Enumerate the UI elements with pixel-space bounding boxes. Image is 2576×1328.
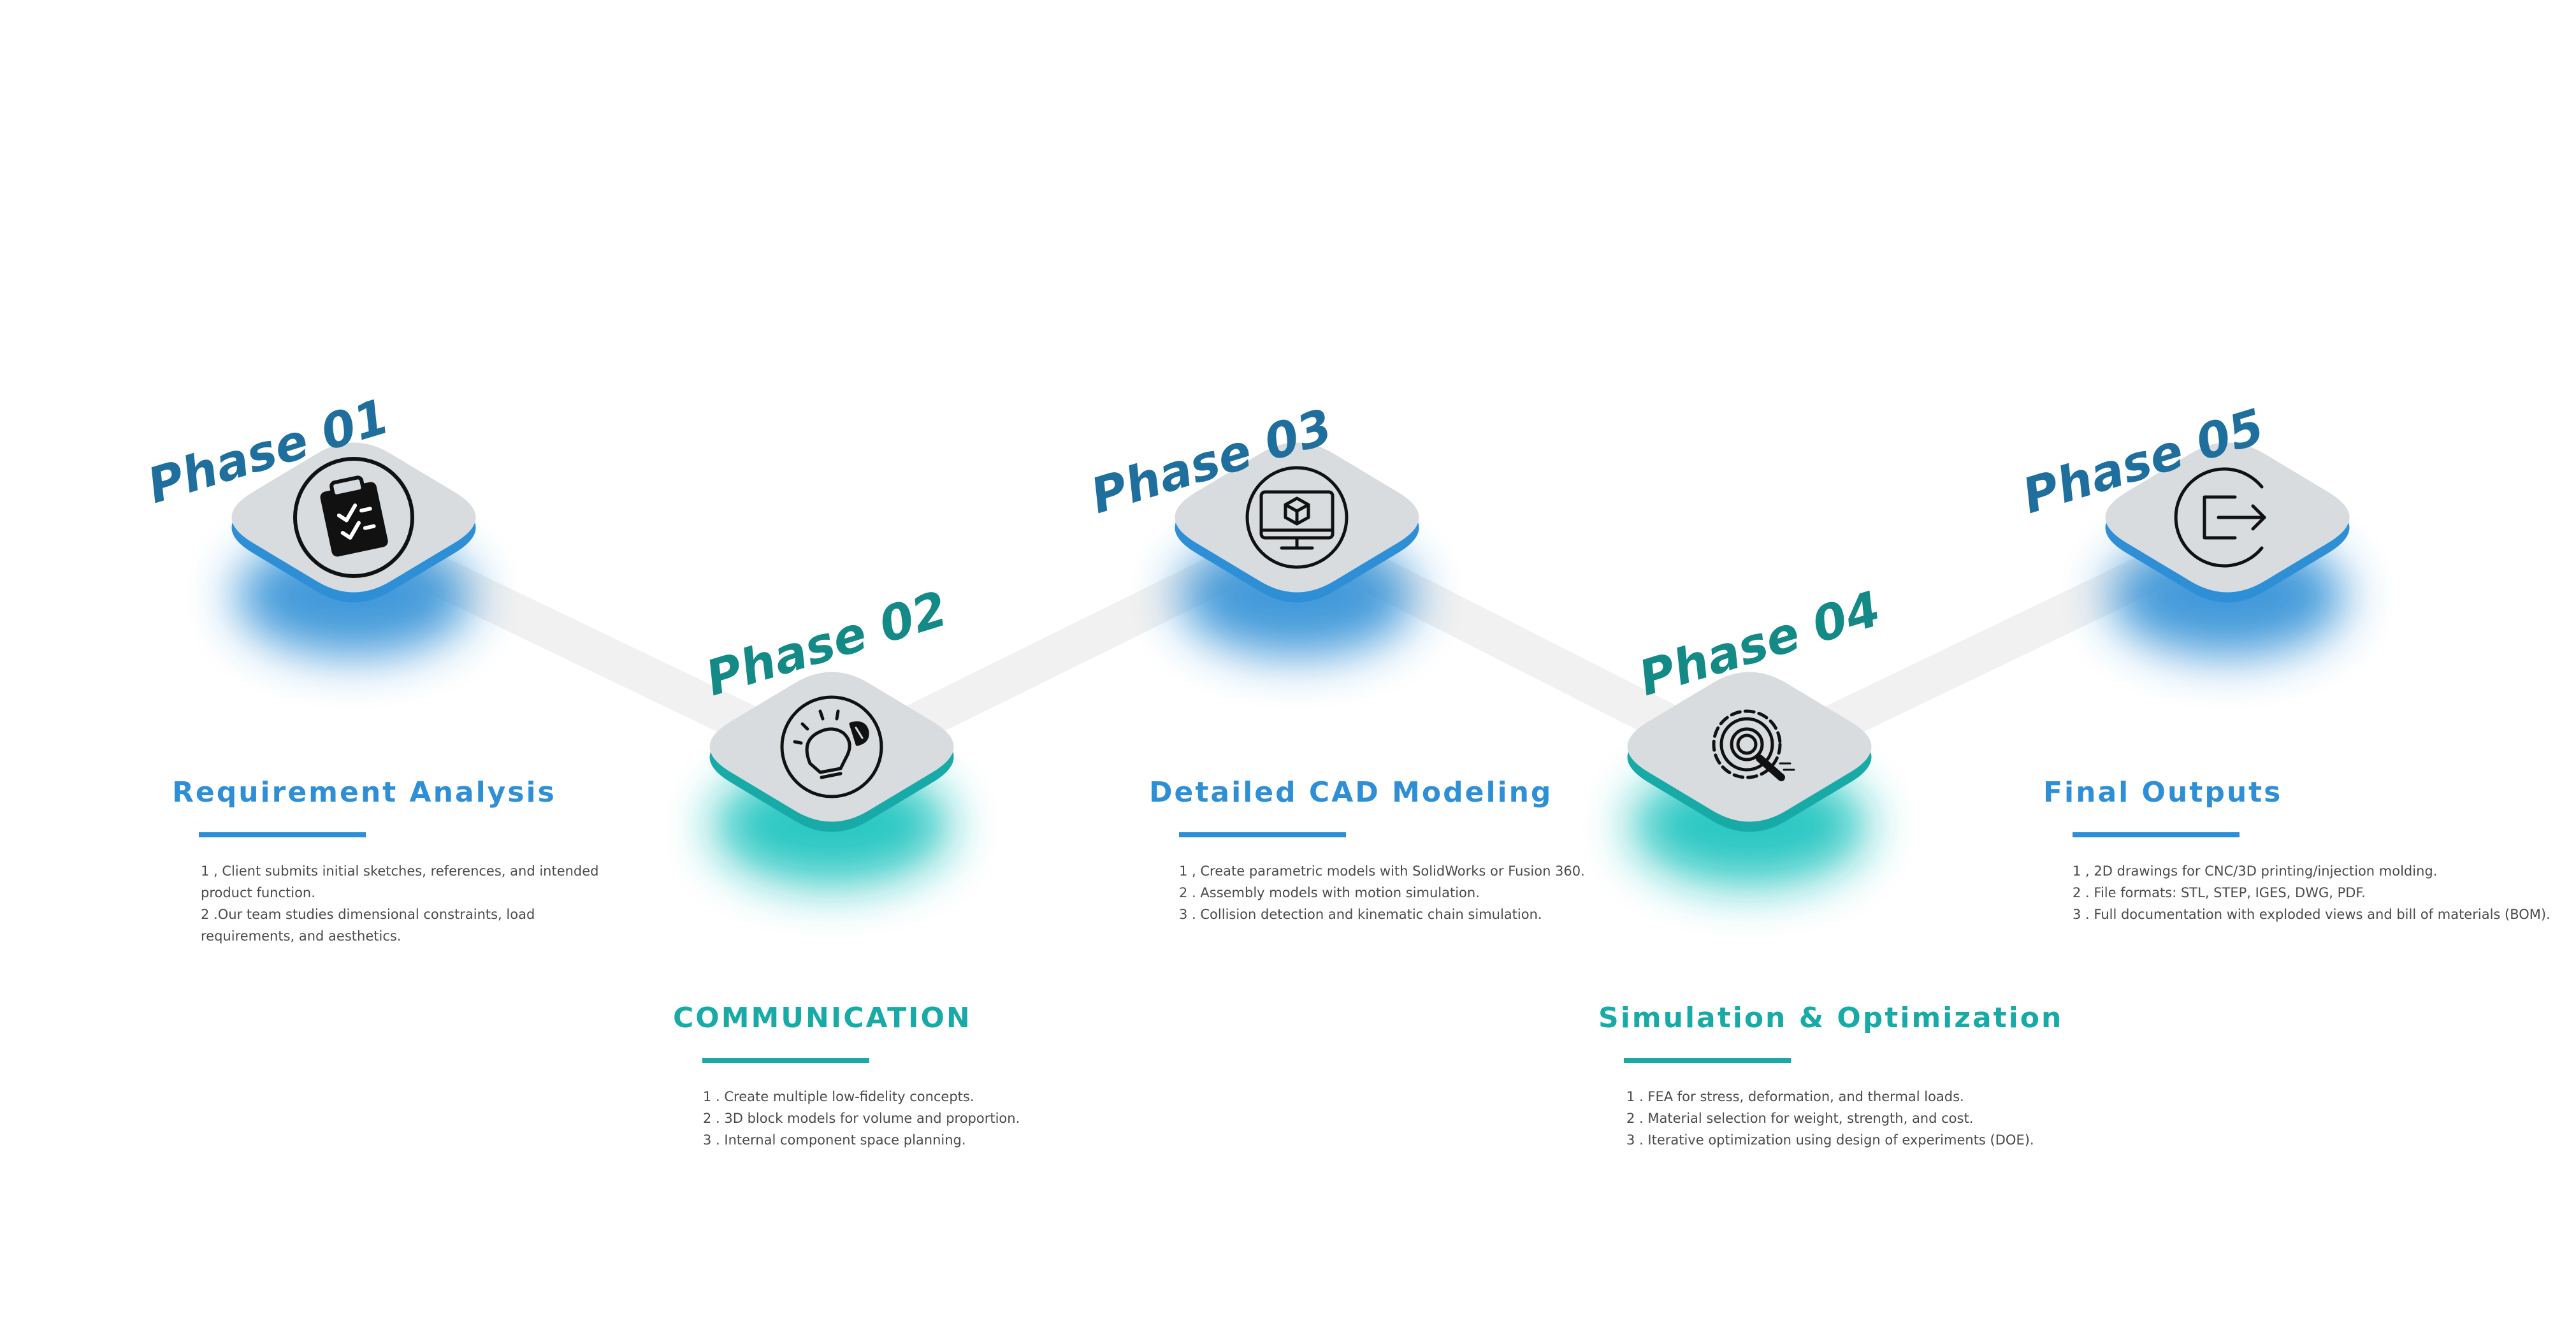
phase-node-2 [709,672,954,886]
list-item: 2 . Assembly models with motion simulati… [1179,885,1480,900]
export-arrow-icon [2174,467,2266,568]
list-item: 3 . Iterative optimization using design … [1626,1132,2034,1148]
tile-top [1627,672,1872,822]
list-item: 3 . Internal component space planning. [703,1132,966,1148]
list-item: 2 . File formats: STL, STEP, IGES, DWG, … [2073,885,2366,900]
phase-node-3 [1175,442,1419,656]
description-list-4: 1 . FEA for stress, deformation, and the… [1626,1086,2034,1151]
list-item: 1 , Client submits initial sketches, ref… [201,863,599,879]
list-item: 1 . Create multiple low-fidelity concept… [703,1089,974,1104]
monitor-3d-cube-icon [1245,466,1349,569]
list-item: 3 . Collision detection and kinematic ch… [1179,907,1542,922]
section-title-detailed-cad-modeling: Detailed CAD Modeling [1149,776,1553,809]
list-item: 1 , 2D drawings for CNC/3D printing/inje… [2073,863,2438,879]
clipboard-checklist-icon [293,457,414,578]
gear-magnifier-icon [1712,709,1795,781]
section-title-requirement-analysis: Requirement Analysis [172,776,556,809]
phase-node-1 [231,442,476,656]
list-item: 2 . 3D block models for volume and propo… [703,1111,1020,1126]
title-underline [702,1058,869,1063]
description-list-3: 1 , Create parametric models with SolidW… [1179,860,1585,925]
section-title-communication: COMMUNICATION [673,1002,972,1034]
list-item: requirements, and aesthetics. [201,928,402,944]
list-item: 1 . FEA for stress, deformation, and the… [1626,1089,1964,1104]
title-underline [2073,832,2240,837]
list-item: product function. [201,885,315,900]
section-title-final-outputs: Final Outputs [2043,776,2283,809]
list-item: 1 , Create parametric models with SolidW… [1179,863,1585,879]
tile-top [709,672,954,822]
list-item: 2 .Our team studies dimensional constrai… [201,907,535,922]
phase-node-5 [2105,442,2350,656]
title-underline [199,832,366,837]
title-underline [1179,832,1346,837]
description-list-5: 1 , 2D drawings for CNC/3D printing/inje… [2073,860,2551,925]
section-title-simulation-optimization: Simulation & Optimization [1598,1002,2064,1034]
description-list-2: 1 . Create multiple low-fidelity concept… [703,1086,1020,1151]
title-underline [1624,1058,1791,1063]
list-item: 2 . Material selection for weight, stren… [1626,1111,1974,1126]
phase-node-4 [1627,672,1872,886]
list-item: 3 . Full documentation with exploded vie… [2073,907,2551,922]
description-list-1: 1 , Client submits initial sketches, ref… [201,860,599,947]
lightbulb-idea-icon [780,695,883,798]
